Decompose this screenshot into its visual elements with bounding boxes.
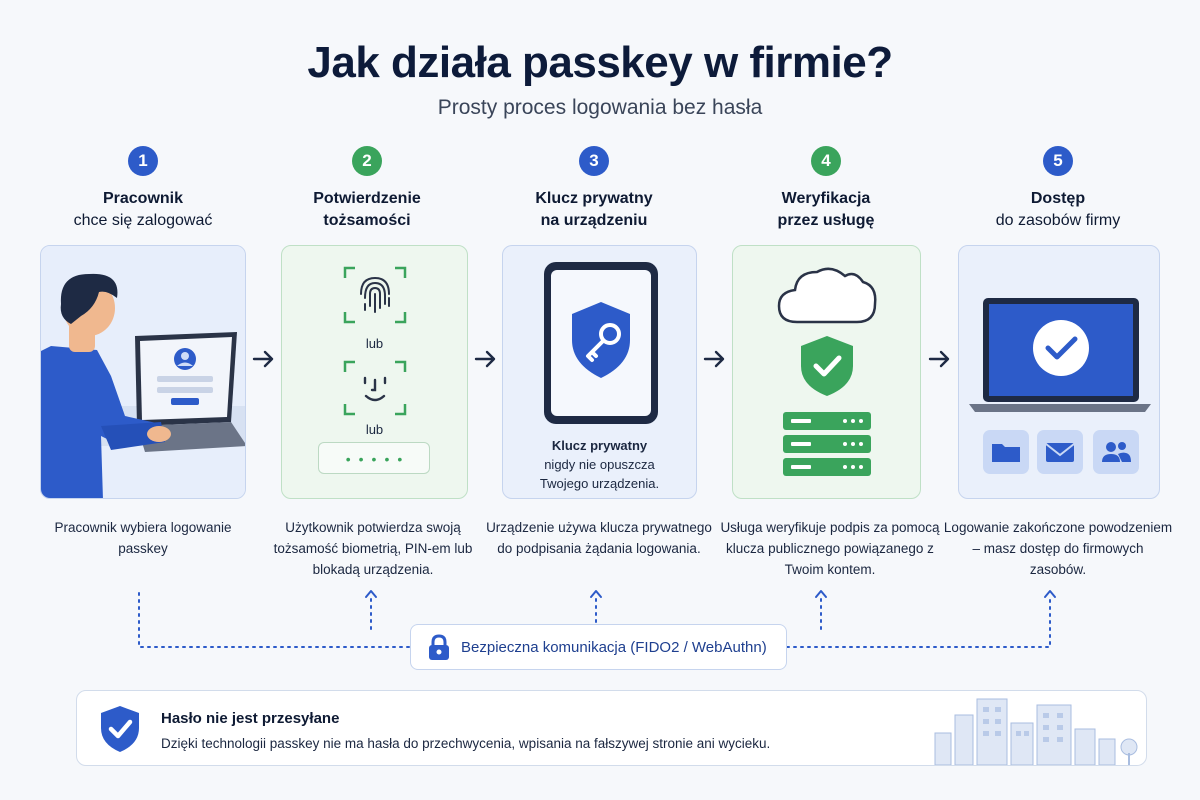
step-1-card: [40, 245, 246, 499]
step-5-header: 5 Dostęp do zasobów firmy: [943, 146, 1173, 232]
step-2-card: lub lub •••••: [281, 245, 468, 499]
step-5-title: Dostęp: [1030, 190, 1086, 207]
folder-icon: [983, 430, 1029, 474]
mail-icon: [1037, 430, 1083, 474]
step-4-number: 4: [811, 146, 841, 176]
step-5-description: Logowanie zakończone powodzeniem – masz …: [943, 520, 1173, 577]
page-title: Jak działa passkey w firmie?: [307, 38, 893, 87]
step-2-title: Potwierdzenie: [313, 190, 421, 207]
face-id-icon: [343, 360, 407, 416]
step-3-number: 3: [579, 146, 609, 176]
shield-check-icon: [101, 706, 139, 752]
or-label-2: lub: [365, 422, 384, 437]
step-2-description: Użytkownik potwierdza swoją tożsamość bi…: [273, 520, 473, 577]
step-4-title: Weryfikacja: [781, 190, 871, 207]
step-3-card: Klucz prywatny nigdy nie opuszcza Twojeg…: [502, 245, 697, 499]
arrow-right-icon: [928, 350, 950, 368]
secure-channel-connectors: [138, 590, 1056, 648]
step-3-header: 3 Klucz prywatny na urządzeniu: [479, 146, 709, 232]
arrow-right-icon: [252, 350, 274, 368]
step-1-title: Pracownik: [102, 190, 184, 207]
step-1-subtitle: chce się zalogować: [73, 212, 213, 229]
pin-field: •••••: [318, 442, 430, 474]
server-icon: [783, 412, 871, 476]
step-2-header: 2 Potwierdzenie tożsamości: [252, 146, 482, 232]
page-subtitle: Prosty proces logowania bez hasła: [437, 96, 763, 119]
fingerprint-icon: [343, 266, 407, 324]
users-icon: [1093, 430, 1139, 474]
banner-text: Dzięki technologii passkey nie ma hasła …: [161, 736, 771, 751]
laptop-check-illustration: [969, 298, 1151, 412]
or-label-1: lub: [365, 336, 384, 351]
step-1-description: Pracownik wybiera logowanie passkey: [54, 520, 232, 556]
step-4-header: 4 Weryfikacja przez usługę: [711, 146, 941, 232]
step-3-description: Urządzenie używa klucza prywatnego do po…: [486, 520, 712, 556]
pin-dots: •••••: [345, 451, 411, 467]
arrow-right-icon: [703, 350, 725, 368]
employee-laptop-illustration: [41, 246, 245, 498]
private-key-note-title: Klucz prywatny: [551, 438, 648, 453]
city-skyline-icon: [934, 698, 1138, 765]
arrow-right-icon: [474, 350, 496, 368]
step-3-subtitle: na urządzeniu: [540, 212, 648, 229]
step-4-description: Usługa weryfikuje podpis za pomocą klucz…: [720, 520, 940, 577]
step-4-card: [732, 245, 921, 499]
private-key-note-line3: Twojego urządzenia.: [539, 476, 660, 491]
step-5-number: 5: [1043, 146, 1073, 176]
step-1-header: 1 Pracownik chce się zalogować: [28, 146, 258, 232]
step-5-subtitle: do zasobów firmy: [995, 212, 1121, 229]
step-2-number: 2: [352, 146, 382, 176]
private-key-note: Klucz prywatny nigdy nie opuszcza Twojeg…: [503, 436, 696, 493]
cloud-icon: [777, 267, 877, 324]
lock-icon: [429, 634, 449, 660]
smartphone-key-illustration: [544, 262, 658, 424]
step-2-subtitle: tożsamości: [323, 212, 411, 229]
step-5-card: [958, 245, 1160, 499]
private-key-note-line2: nigdy nie opuszcza: [544, 457, 655, 472]
secure-communication-badge: Bezpieczna komunikacja (FIDO2 / WebAuthn…: [410, 624, 787, 670]
shield-check-icon: [801, 336, 853, 396]
no-password-banner: Hasło nie jest przesyłane Dzięki technol…: [76, 690, 1147, 766]
step-3-title: Klucz prywatny: [535, 190, 653, 207]
step-1-number: 1: [128, 146, 158, 176]
banner-title: Hasło nie jest przesyłane: [161, 710, 340, 727]
secure-communication-label: Bezpieczna komunikacja (FIDO2 / WebAuthn…: [461, 639, 767, 656]
step-4-subtitle: przez usługę: [777, 212, 875, 229]
